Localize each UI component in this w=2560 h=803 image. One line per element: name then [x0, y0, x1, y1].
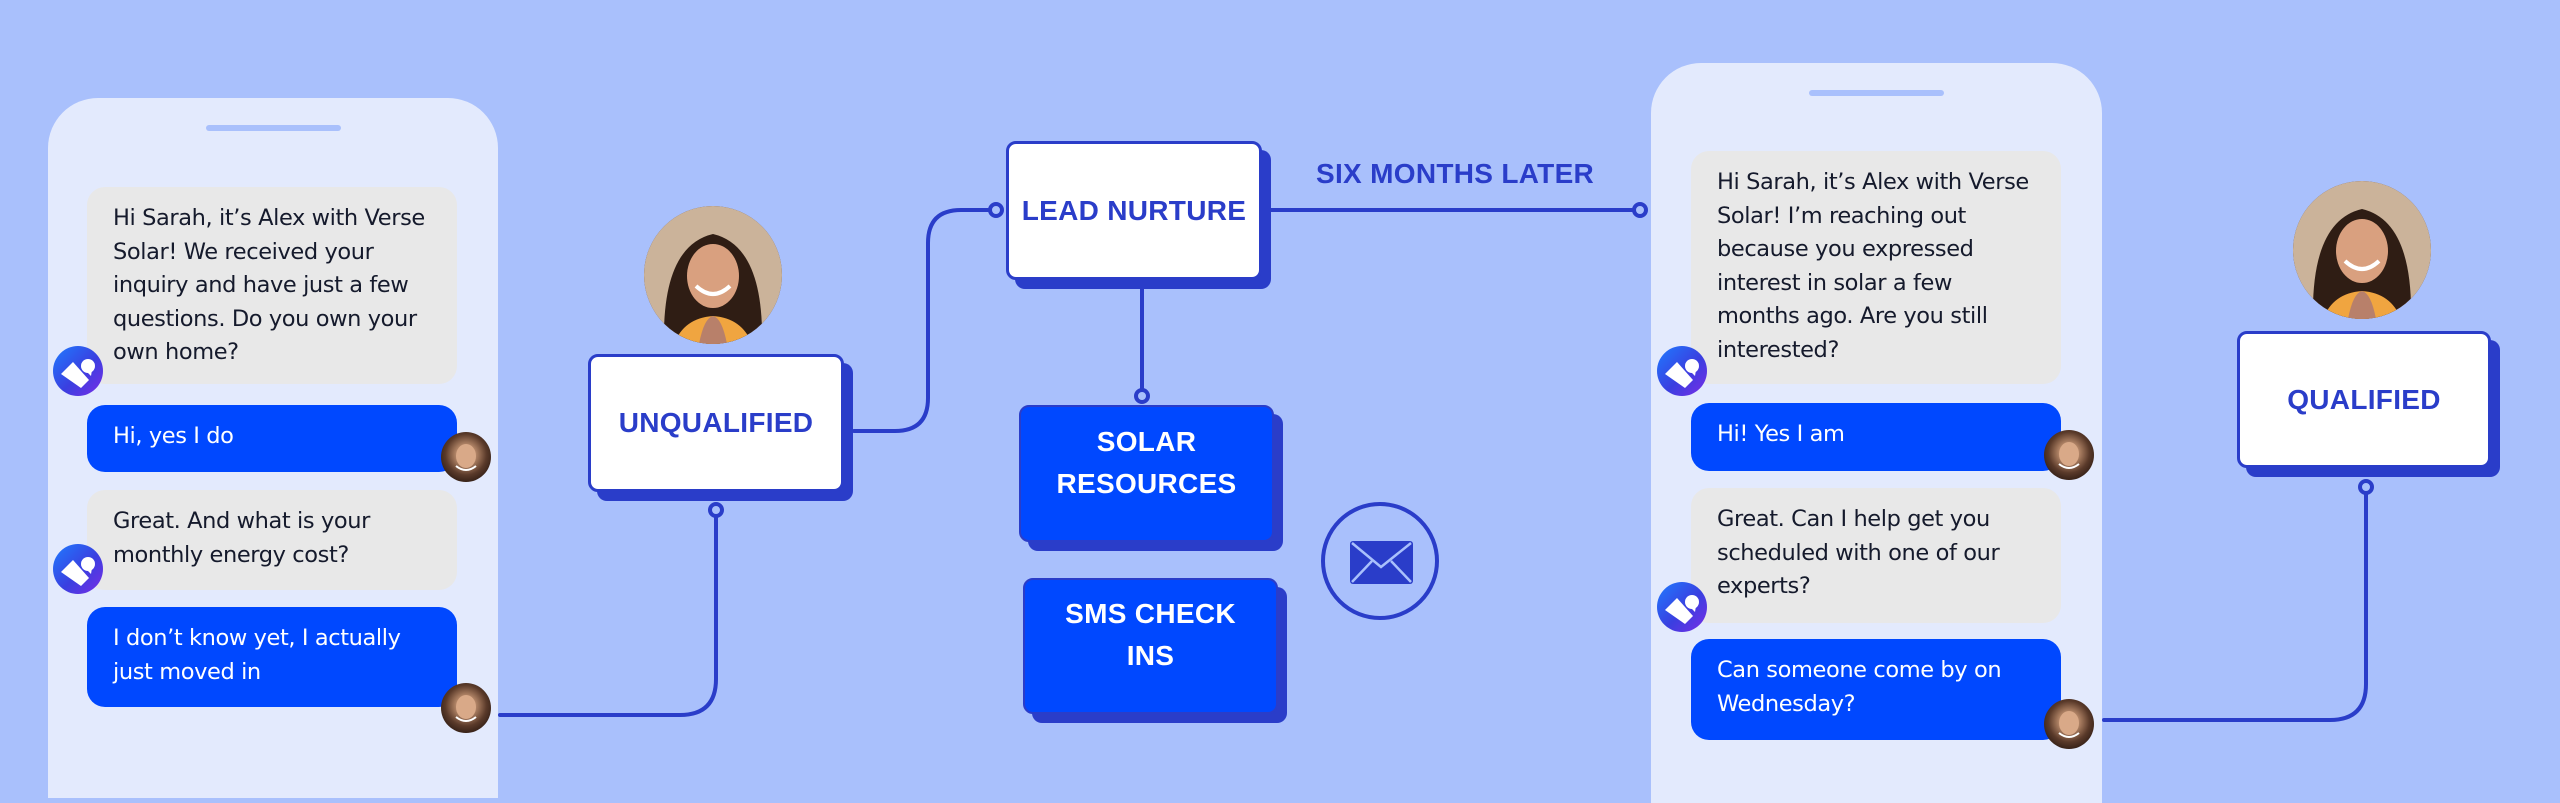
right-message-1: Hi Sarah, it’s Alex with Verse Solar! I’… [1691, 151, 2061, 384]
connector-dot [2358, 479, 2374, 495]
verse-logo-icon [1657, 582, 1707, 632]
right-message-2: Hi! Yes I am [1691, 403, 2061, 471]
left-message-4: I don’t know yet, I actually just moved … [87, 607, 457, 707]
six-months-later-label: SIX MONTHS LATER [1316, 158, 1595, 189]
left-phone-home-bar [206, 125, 341, 131]
connector-dot [1632, 202, 1648, 218]
verse-logo-icon [1657, 346, 1707, 396]
user-avatar [2044, 430, 2094, 480]
qualified-node[interactable]: QUALIFIED [2237, 331, 2491, 468]
right-message-4: Can someone come by on Wednesday? [1691, 639, 2061, 740]
connector-dot [708, 502, 724, 518]
sarah-avatar-unqualified [644, 206, 782, 344]
user-avatar [441, 432, 491, 482]
unqualified-label: UNQUALIFIED [618, 407, 814, 438]
left-message-3: Great. And what is your monthly energy c… [87, 490, 457, 590]
sms-check-ins-label: SMS CHECK INS [1065, 598, 1236, 671]
solar-resources-node[interactable]: SOLAR RESOURCES [1019, 405, 1274, 542]
connector-dot [1134, 388, 1150, 404]
connector-unqualified-lead-nurture [852, 208, 990, 433]
sarah-avatar-qualified [2293, 181, 2431, 319]
sms-check-ins-node[interactable]: SMS CHECK INS [1023, 578, 1278, 714]
connector-left-phone-unqualified [498, 514, 718, 717]
user-avatar [441, 683, 491, 733]
unqualified-node[interactable]: UNQUALIFIED [588, 354, 844, 492]
flow-connectors [498, 202, 2374, 722]
left-message-2: Hi, yes I do [87, 405, 457, 472]
envelope-icon [1320, 501, 1440, 621]
lead-nurture-node[interactable]: LEAD NURTURE [1006, 141, 1262, 280]
right-message-3: Great. Can I help get you scheduled with… [1691, 488, 2061, 623]
lead-nurture-label: LEAD NURTURE [1021, 194, 1247, 226]
connector-right-phone-qualified [2102, 492, 2368, 722]
verse-logo-icon [53, 346, 103, 396]
left-message-1: Hi Sarah, it’s Alex with Verse Solar! We… [87, 187, 457, 384]
qualified-label: QUALIFIED [2287, 383, 2441, 415]
connector-dot [988, 202, 1004, 218]
user-avatar [2044, 699, 2094, 749]
solar-resources-label: SOLAR RESOURCES [1056, 425, 1237, 499]
verse-logo-icon [53, 544, 103, 594]
right-phone-home-bar [1809, 90, 1944, 96]
